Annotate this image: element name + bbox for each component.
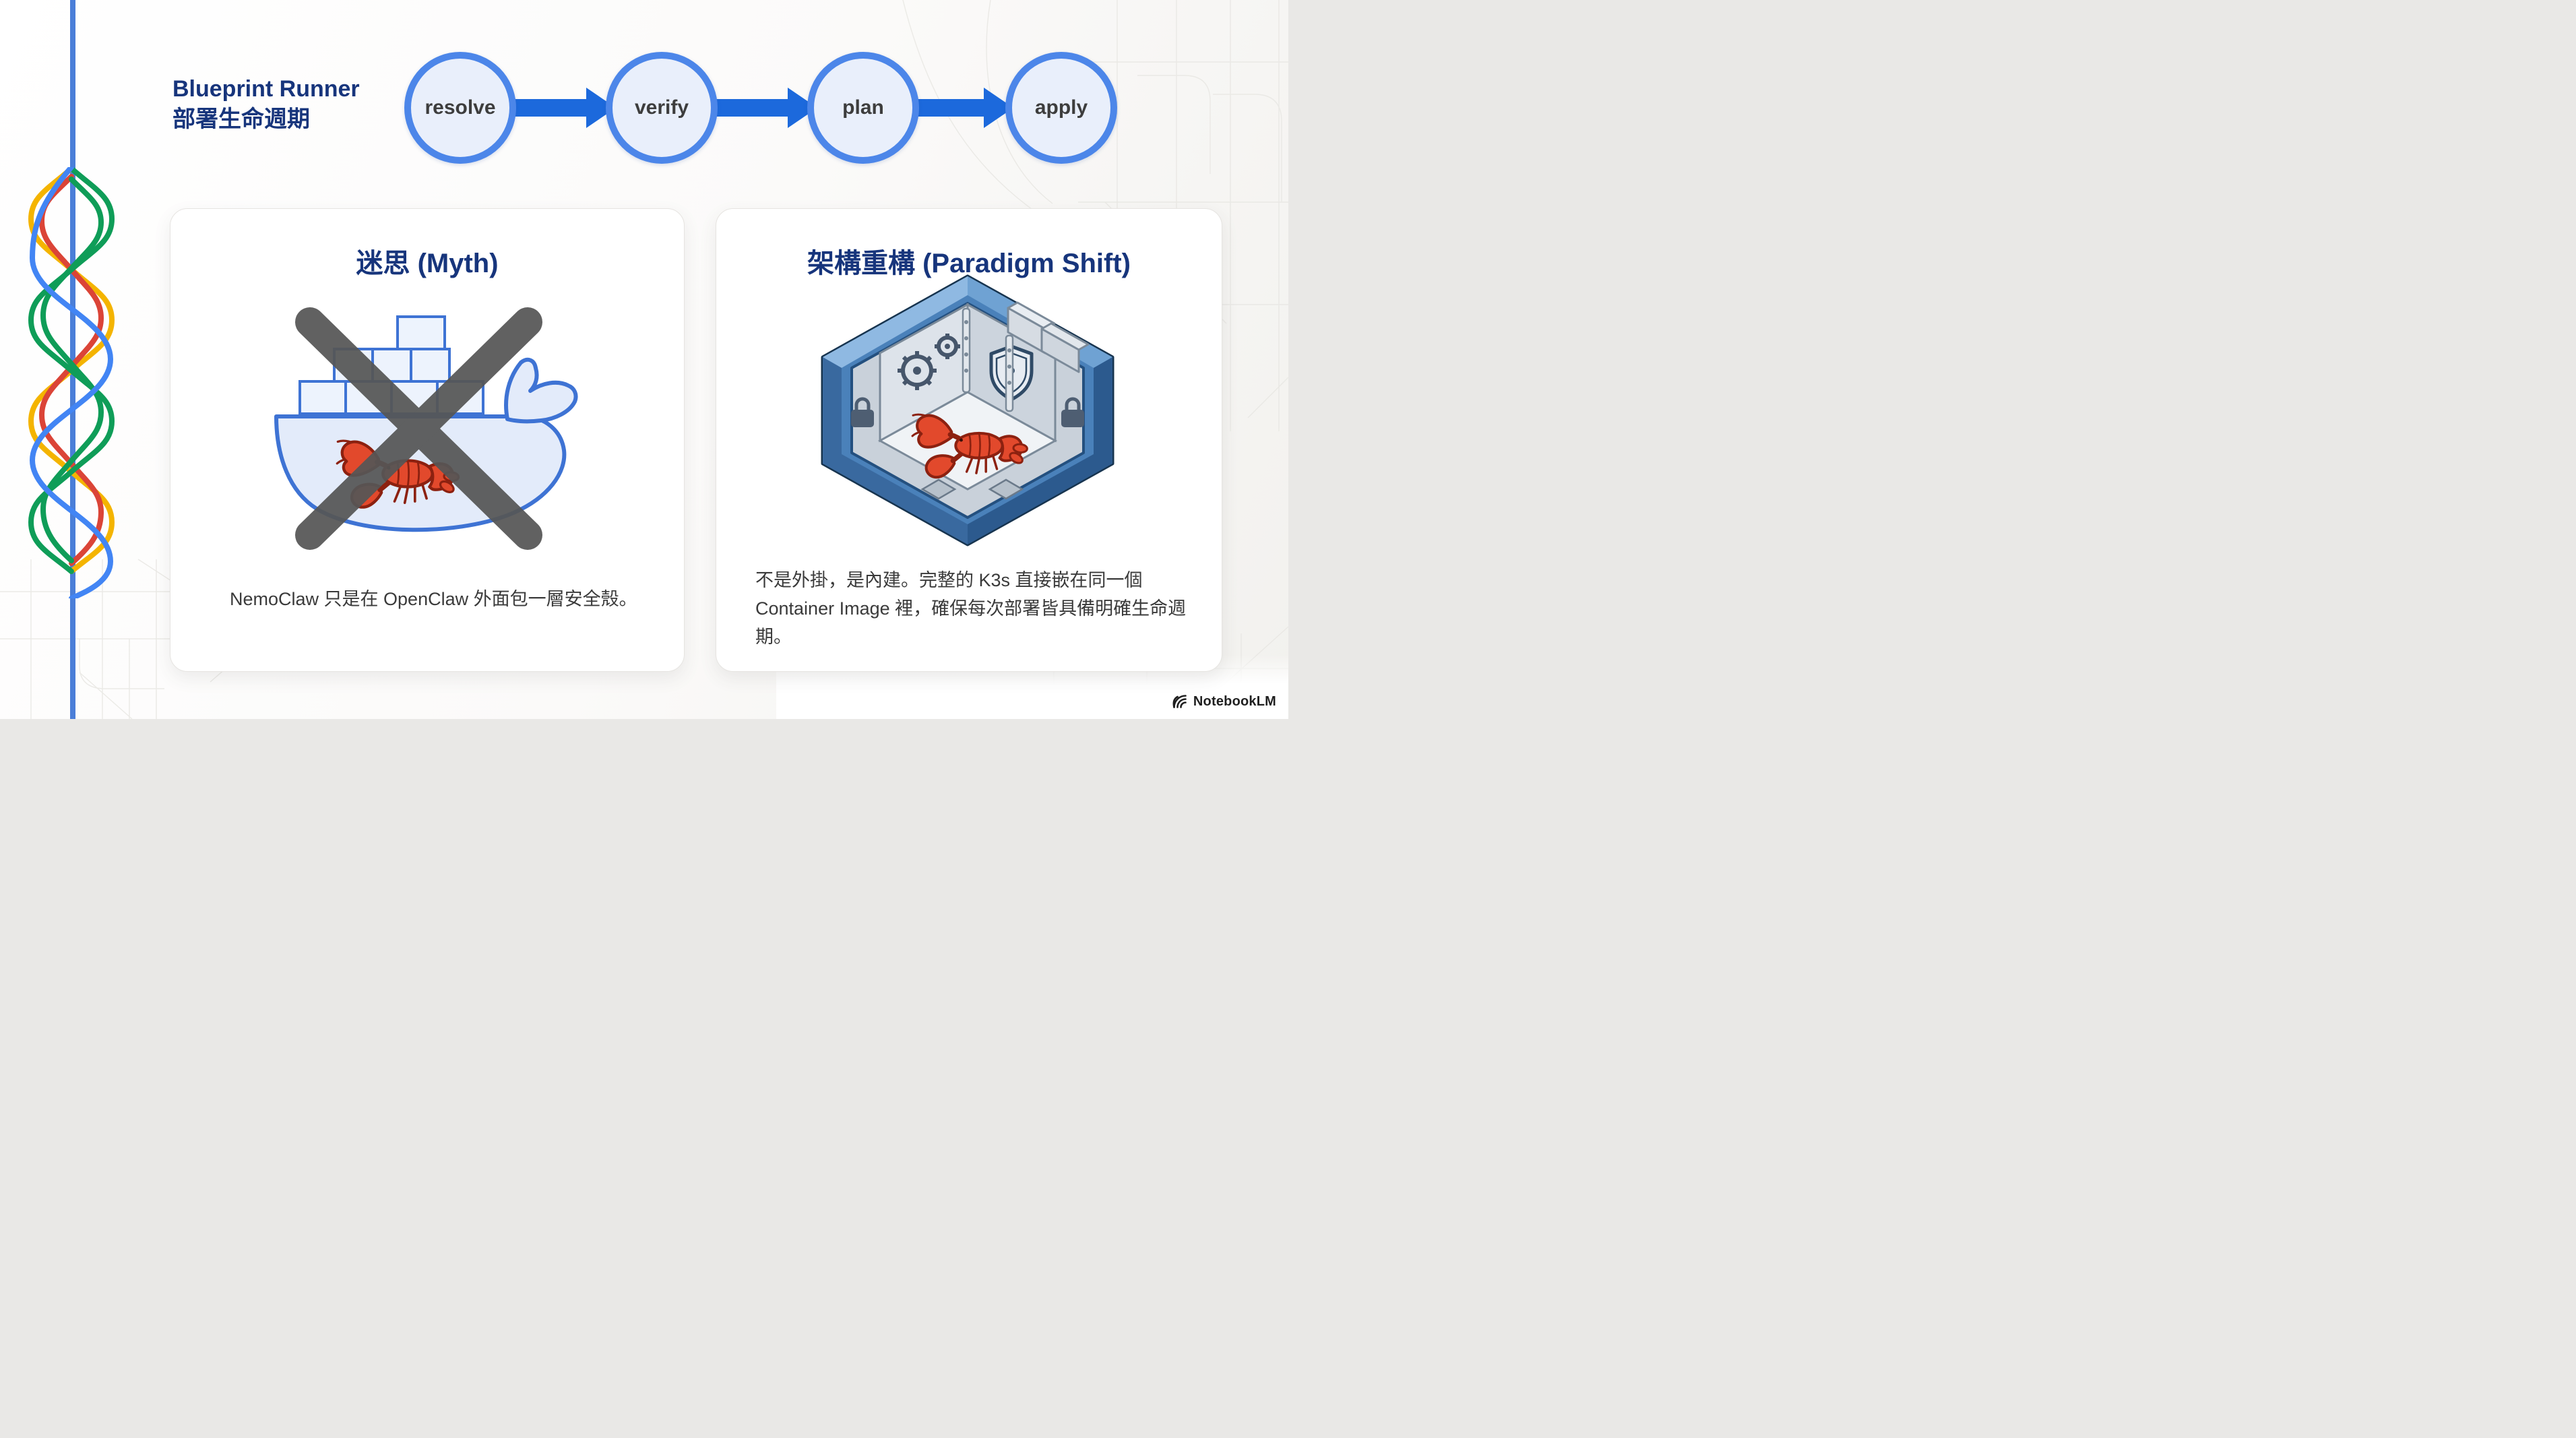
page-title: Blueprint Runner 部署生命週期 bbox=[172, 74, 360, 135]
notebooklm-brand: NotebookLM bbox=[1172, 693, 1276, 710]
pipeline-arrows bbox=[507, 88, 1013, 128]
dna-helix-decoration bbox=[28, 167, 115, 598]
arrow-right-icon bbox=[708, 88, 817, 128]
page-title-line2: 部署生命週期 bbox=[172, 106, 310, 132]
arrow-right-icon bbox=[507, 88, 616, 128]
myth-card-title: 迷思 (Myth) bbox=[356, 249, 499, 278]
page-title-line1: Blueprint Runner bbox=[172, 76, 360, 102]
paradigm-shift-card-body: 不是外掛，是內建。完整的 K3s 直接嵌在同一個 Container Image… bbox=[755, 570, 1187, 647]
gear-icon bbox=[898, 334, 960, 390]
pipeline-step-plan: plan bbox=[807, 52, 919, 164]
pipeline-step-label: apply bbox=[1034, 96, 1088, 119]
notebooklm-brand-label: NotebookLM bbox=[1193, 693, 1276, 709]
vault-top-slabs bbox=[1007, 301, 1090, 373]
whale-tail bbox=[504, 357, 578, 424]
pipeline-step-apply: apply bbox=[1005, 52, 1117, 164]
notebooklm-logo-icon bbox=[1172, 695, 1187, 708]
vault-door-pillars bbox=[962, 307, 1014, 412]
pipeline-step-resolve: resolve bbox=[404, 52, 516, 164]
infographic-canvas: Blueprint Runner 部署生命週期 resolve verify p… bbox=[0, 0, 1288, 719]
myth-card: 迷思 (Myth) bbox=[170, 208, 685, 672]
pipeline-step-label: resolve bbox=[425, 96, 496, 119]
docker-whale-illustration bbox=[274, 307, 578, 550]
arrow-right-icon bbox=[910, 88, 1013, 128]
pipeline-step-label: verify bbox=[634, 96, 689, 119]
pipeline-step-verify: verify bbox=[606, 52, 718, 164]
cross-x-icon bbox=[295, 307, 542, 550]
pipeline-step-label: plan bbox=[842, 96, 884, 119]
secure-vault-illustration bbox=[821, 274, 1114, 546]
paradigm-shift-card-title: 架構重構 (Paradigm Shift) bbox=[807, 249, 1131, 278]
paradigm-shift-card: 架構重構 (Paradigm Shift) bbox=[716, 208, 1222, 672]
padlock-icon bbox=[851, 397, 1084, 427]
myth-card-body: NemoClaw 只是在 OpenClaw 外面包一層安全殼。 bbox=[230, 589, 637, 609]
vertical-blue-line-decoration bbox=[70, 0, 75, 719]
floor-blocks bbox=[920, 478, 1024, 500]
